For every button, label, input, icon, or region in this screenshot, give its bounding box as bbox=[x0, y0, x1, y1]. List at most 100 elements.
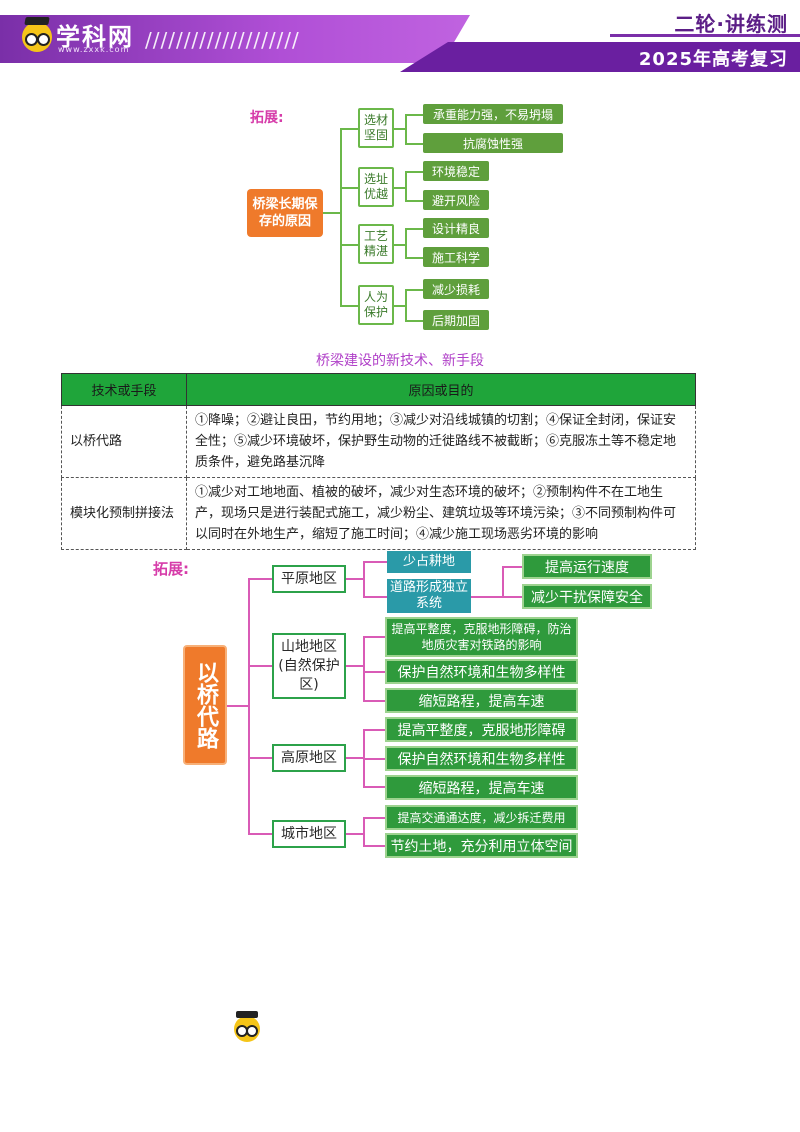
map2-connector bbox=[346, 578, 364, 580]
map2-connector bbox=[363, 817, 385, 819]
table-cell-name: 以桥代路 bbox=[61, 405, 187, 478]
map2-connector bbox=[363, 636, 365, 701]
map1-connector bbox=[405, 171, 407, 201]
mascot-icon bbox=[234, 1011, 260, 1042]
map1-branch: 选材坚固 bbox=[358, 108, 394, 148]
map2-connector bbox=[346, 757, 364, 759]
map1-connector bbox=[405, 228, 407, 258]
map2-trunk bbox=[248, 578, 250, 834]
series-title: 二轮·讲练测 bbox=[674, 12, 788, 36]
map2-connector bbox=[363, 786, 385, 788]
map2-connector bbox=[363, 758, 385, 760]
map1-connector bbox=[405, 228, 423, 230]
map1-connector bbox=[340, 305, 358, 307]
map1-connector bbox=[394, 187, 406, 189]
map1-connector bbox=[394, 244, 406, 246]
plain-subleaf: 减少干扰保障安全 bbox=[522, 584, 652, 609]
table-cell-name: 模块化预制拼接法 bbox=[61, 477, 187, 550]
map1-leaf: 施工科学 bbox=[423, 247, 489, 267]
region-mountain: 山地地区(自然保护区) bbox=[272, 633, 346, 699]
map1-connector bbox=[405, 114, 407, 144]
header-subtitle-bar bbox=[400, 42, 800, 72]
map1-connector bbox=[405, 289, 407, 321]
map2-connector bbox=[363, 636, 385, 638]
table-cell-text: ①降噪；②避让良田，节约用地；③减少对沿线城镇的切割；④保证全封闭，保证安全性；… bbox=[186, 405, 696, 478]
table-header: 原因或目的 bbox=[186, 373, 696, 406]
plain-leaf: 道路形成独立系统 bbox=[387, 579, 471, 613]
table-row: 以桥代路 ①降噪；②避让良田，节约用地；③减少对沿线城镇的切割；④保证全封闭，保… bbox=[61, 405, 696, 478]
table-cell-text: ①减少对工地地面、植被的破坏，减少对生态环境的破坏；②预制构件不在工地生产，现场… bbox=[186, 477, 696, 550]
map2-connector bbox=[363, 700, 385, 702]
mountain-leaf: 保护自然环境和生物多样性 bbox=[385, 659, 578, 684]
map2-connector bbox=[248, 665, 272, 667]
table-header-row: 技术或手段 原因或目的 bbox=[61, 373, 696, 406]
header-banner bbox=[0, 15, 470, 63]
map2-connector bbox=[346, 833, 364, 835]
map1-connector bbox=[405, 257, 423, 259]
header-subtitle: 2025年高考复习 bbox=[638, 49, 788, 70]
map1-leaf: 减少损耗 bbox=[423, 279, 489, 299]
map2-root: 以桥代路 bbox=[183, 645, 227, 765]
mountain-leaf: 缩短路程，提高车速 bbox=[385, 688, 578, 713]
map2-connector bbox=[363, 596, 387, 598]
map1-connector bbox=[405, 289, 423, 291]
map2-connector bbox=[248, 578, 272, 580]
map2-connector bbox=[363, 845, 385, 847]
map1-branch: 工艺精湛 bbox=[358, 224, 394, 264]
logo-url: www.zxxk.com bbox=[58, 45, 130, 54]
map2-connector bbox=[502, 566, 504, 597]
plain-leaf: 少占耕地 bbox=[387, 551, 471, 573]
map2-connector bbox=[248, 757, 272, 759]
map1-leaf: 承重能力强，不易坍塌 bbox=[423, 104, 563, 124]
map1-connector bbox=[405, 143, 423, 145]
map2-connector bbox=[248, 833, 272, 835]
map2-connector bbox=[363, 561, 387, 563]
map1-connector bbox=[323, 212, 341, 214]
map1-root: 桥梁长期保存的原因 bbox=[247, 189, 323, 237]
table-caption: 桥梁建设的新技术、新手段 bbox=[316, 353, 484, 369]
map2-connector bbox=[471, 596, 503, 598]
map2-connector bbox=[502, 596, 522, 598]
map1-leaf: 抗腐蚀性强 bbox=[423, 133, 563, 153]
plateau-leaf: 缩短路程，提高车速 bbox=[385, 775, 578, 800]
map1-connector bbox=[394, 305, 406, 307]
city-leaf: 提高交通通达度，减少拆迁费用 bbox=[385, 805, 578, 830]
map1-leaf: 设计精良 bbox=[423, 218, 489, 238]
map1-label: 拓展: bbox=[250, 110, 284, 126]
plateau-leaf: 提高平整度，克服地形障碍 bbox=[385, 717, 578, 742]
map1-connector bbox=[340, 187, 358, 189]
plain-subleaf: 提高运行速度 bbox=[522, 554, 652, 579]
map1-leaf: 环境稳定 bbox=[423, 161, 489, 181]
table-header: 技术或手段 bbox=[61, 373, 187, 406]
map2-connector bbox=[363, 817, 365, 846]
map1-connector bbox=[340, 244, 358, 246]
map2-connector bbox=[502, 566, 522, 568]
map1-connector bbox=[340, 128, 358, 130]
table-row: 模块化预制拼接法 ①减少对工地地面、植被的破坏，减少对生态环境的破坏；②预制构件… bbox=[61, 477, 696, 550]
mountain-leaf: 提高平整度，克服地形障碍，防治地质灾害对铁路的影响 bbox=[385, 617, 578, 657]
city-leaf: 节约土地，充分利用立体空间 bbox=[385, 833, 578, 858]
map2-connector bbox=[346, 665, 364, 667]
map1-trunk bbox=[340, 128, 342, 306]
map1-connector bbox=[405, 320, 423, 322]
map1-connector bbox=[394, 128, 406, 130]
map2-connector bbox=[363, 671, 385, 673]
header-stripes: //////////////////// bbox=[145, 28, 300, 52]
tech-table: 技术或手段 原因或目的 以桥代路 ①降噪；②避让良田，节约用地；③减少对沿线城镇… bbox=[61, 373, 696, 550]
map1-leaf: 后期加固 bbox=[423, 310, 489, 330]
logo-icon bbox=[22, 17, 52, 52]
map1-connector bbox=[405, 200, 423, 202]
map1-connector bbox=[405, 171, 423, 173]
map2-connector bbox=[363, 729, 385, 731]
header-divider bbox=[610, 34, 800, 37]
logo-text: 学科网 bbox=[56, 23, 134, 51]
map2-connector bbox=[227, 705, 249, 707]
map1-leaf: 避开风险 bbox=[423, 190, 489, 210]
plateau-leaf: 保护自然环境和生物多样性 bbox=[385, 746, 578, 771]
region-city: 城市地区 bbox=[272, 820, 346, 848]
map2-connector bbox=[363, 561, 365, 597]
region-plateau: 高原地区 bbox=[272, 744, 346, 772]
map2-label: 拓展: bbox=[153, 560, 189, 578]
map1-branch: 选址优越 bbox=[358, 167, 394, 207]
map1-connector bbox=[405, 114, 423, 116]
